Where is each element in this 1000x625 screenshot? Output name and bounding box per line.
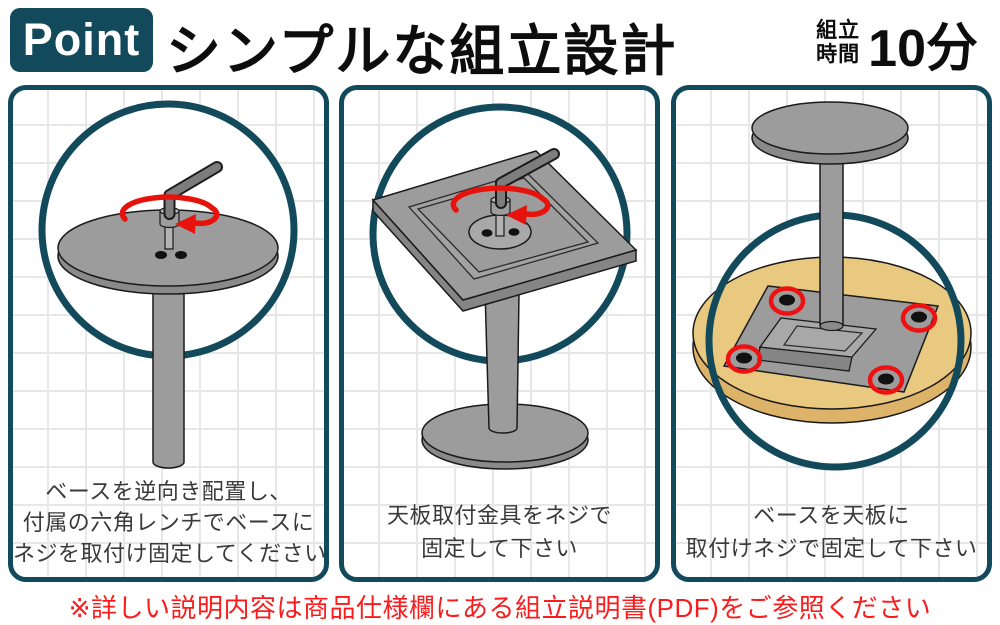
screw-highlight (768, 286, 806, 316)
column-end-cap (819, 320, 844, 332)
step-2-panel: 天板取付金具をネジで 固定して下さい (339, 85, 660, 582)
step-3-panel: ベースを天板に 取付けネジで固定して下さい (671, 85, 992, 582)
pedestal-column (484, 289, 520, 434)
step-2-caption-line2: 固定して下さい (421, 536, 578, 561)
screw-highlight (900, 303, 938, 333)
step-1-caption: ベースを逆向き配置し、 付属の六角レンチでベースに ネジを取付け固定してください (13, 476, 324, 569)
bracket-boss-step (782, 325, 864, 352)
pedestal-column (819, 147, 844, 326)
step-2-illustration (369, 103, 638, 470)
rotation-arrow-icon (119, 194, 220, 234)
step-3-illustration (692, 101, 972, 471)
hex-wrench-icon (495, 148, 560, 209)
assembly-time-badge: 組立 時間 10分 (816, 12, 978, 78)
step-1-caption-line1: ベースを逆向き配置し、 (45, 479, 292, 504)
footer-note: ※詳しい説明内容は商品仕様欄にある組立説明書(PDF)をご参照ください (68, 593, 932, 623)
step-2-caption: 天板取付金具をネジで 固定して下さい (344, 499, 655, 565)
screw-shaft (495, 213, 505, 237)
step-3-caption-line2: 取付けネジで固定して下さい (685, 536, 978, 561)
step-2-caption-line1: 天板取付金具をネジで (386, 503, 612, 528)
step-3-caption-line1: ベースを天板に (753, 503, 910, 528)
rotation-arrow-icon (450, 185, 551, 225)
screw-hole (508, 228, 520, 236)
page-title: シンプルな組立設計 (166, 20, 678, 82)
screw-hole (155, 251, 167, 259)
bracket-boss-top (758, 317, 878, 358)
screw-hole (175, 251, 187, 259)
step-1-caption-line2: 付属の六角レンチでベースに (22, 510, 315, 535)
point-badge: Point (10, 8, 153, 72)
screw-hole (481, 229, 493, 237)
assembly-time-label-line2: 時間 (816, 43, 861, 66)
assembly-time-label: 組立 時間 (816, 19, 860, 67)
step-1-illustration (38, 100, 298, 469)
assembly-time-label-line1: 組立 (816, 19, 861, 42)
step-1-panel: ベースを逆向き配置し、 付属の六角レンチでベースに ネジを取付け固定してください (8, 85, 329, 582)
header: Point シンプルな組立設計 組立 時間 10分 (0, 0, 1000, 84)
pedestal-column (152, 249, 185, 469)
step-3-caption: ベースを天板に 取付けネジで固定して下さい (676, 499, 987, 565)
assembly-time-value: 10分 (868, 19, 978, 78)
base-disc (751, 101, 909, 155)
screw-highlight (867, 365, 905, 395)
step-1-caption-line3: ネジを取付け固定してください (13, 541, 327, 566)
screw-highlight (725, 344, 763, 374)
